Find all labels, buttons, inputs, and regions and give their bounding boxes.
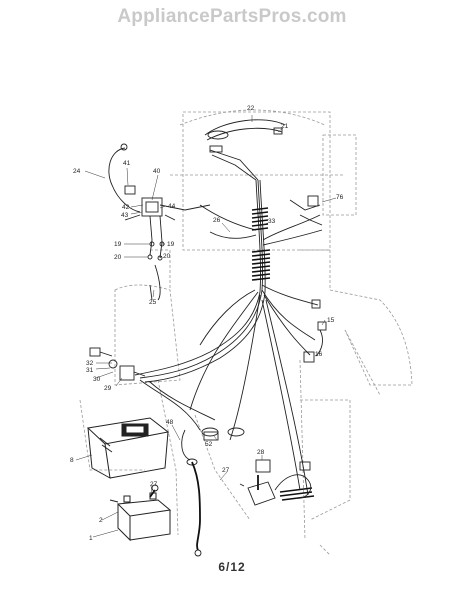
main-harness bbox=[134, 179, 323, 496]
callout-15: 15 bbox=[327, 317, 335, 324]
callout-19-right: 19 bbox=[167, 241, 175, 248]
callout-24: 24 bbox=[73, 168, 81, 175]
chassis-outline bbox=[79, 109, 413, 556]
callout-44-left: 43 bbox=[121, 212, 129, 219]
callout-16: 16 bbox=[315, 351, 323, 358]
solenoid bbox=[239, 459, 312, 506]
callout-76: 76 bbox=[336, 194, 344, 201]
callout-43: 42 bbox=[122, 204, 130, 211]
callout-labels: 22 21 41 40 24 42 43 44 26 33 76 19 19 2… bbox=[70, 105, 344, 542]
callout-22: 22 bbox=[247, 105, 255, 112]
callout-1: 1 bbox=[89, 535, 93, 542]
battery-cables bbox=[149, 461, 259, 551]
page-number: 6/12 bbox=[218, 560, 246, 574]
callout-33: 32 bbox=[86, 360, 94, 367]
callout-29: 28 bbox=[257, 449, 265, 456]
left-connectors bbox=[89, 347, 146, 381]
callout-27: 27 bbox=[150, 481, 158, 488]
battery-box bbox=[86, 417, 170, 479]
callout-28: 27 bbox=[222, 467, 230, 474]
callout-25: 25 bbox=[149, 299, 157, 306]
leader-lines bbox=[75, 115, 337, 538]
right-connectors bbox=[289, 195, 327, 363]
callout-2: 2 bbox=[99, 517, 103, 524]
callout-42: 41 bbox=[123, 160, 131, 167]
callout-26: 26 bbox=[213, 217, 221, 224]
watermark: AppliancePartsPros.com bbox=[117, 6, 347, 27]
seat-switch-harness bbox=[204, 119, 286, 181]
harness-sleeve-upper bbox=[251, 207, 315, 501]
callout-19-left: 19 bbox=[114, 241, 122, 248]
battery bbox=[109, 492, 172, 542]
battery-cable-ends bbox=[151, 484, 202, 557]
callout-40: 33 bbox=[268, 218, 276, 225]
callout-41: 40 bbox=[153, 168, 161, 175]
callout-44-right: 44 bbox=[168, 203, 176, 210]
callout-20-left: 20 bbox=[114, 254, 122, 261]
callout-31: 30 bbox=[93, 376, 101, 383]
callout-32: 31 bbox=[86, 367, 94, 374]
callout-48: 48 bbox=[166, 419, 174, 426]
callout-52: 52 bbox=[205, 441, 213, 448]
callout-20-right: 20 bbox=[163, 253, 171, 260]
callout-8: 8 bbox=[70, 457, 74, 464]
callout-30: 29 bbox=[104, 385, 112, 392]
fuse-holder bbox=[181, 427, 245, 466]
callout-21: 21 bbox=[281, 123, 289, 130]
